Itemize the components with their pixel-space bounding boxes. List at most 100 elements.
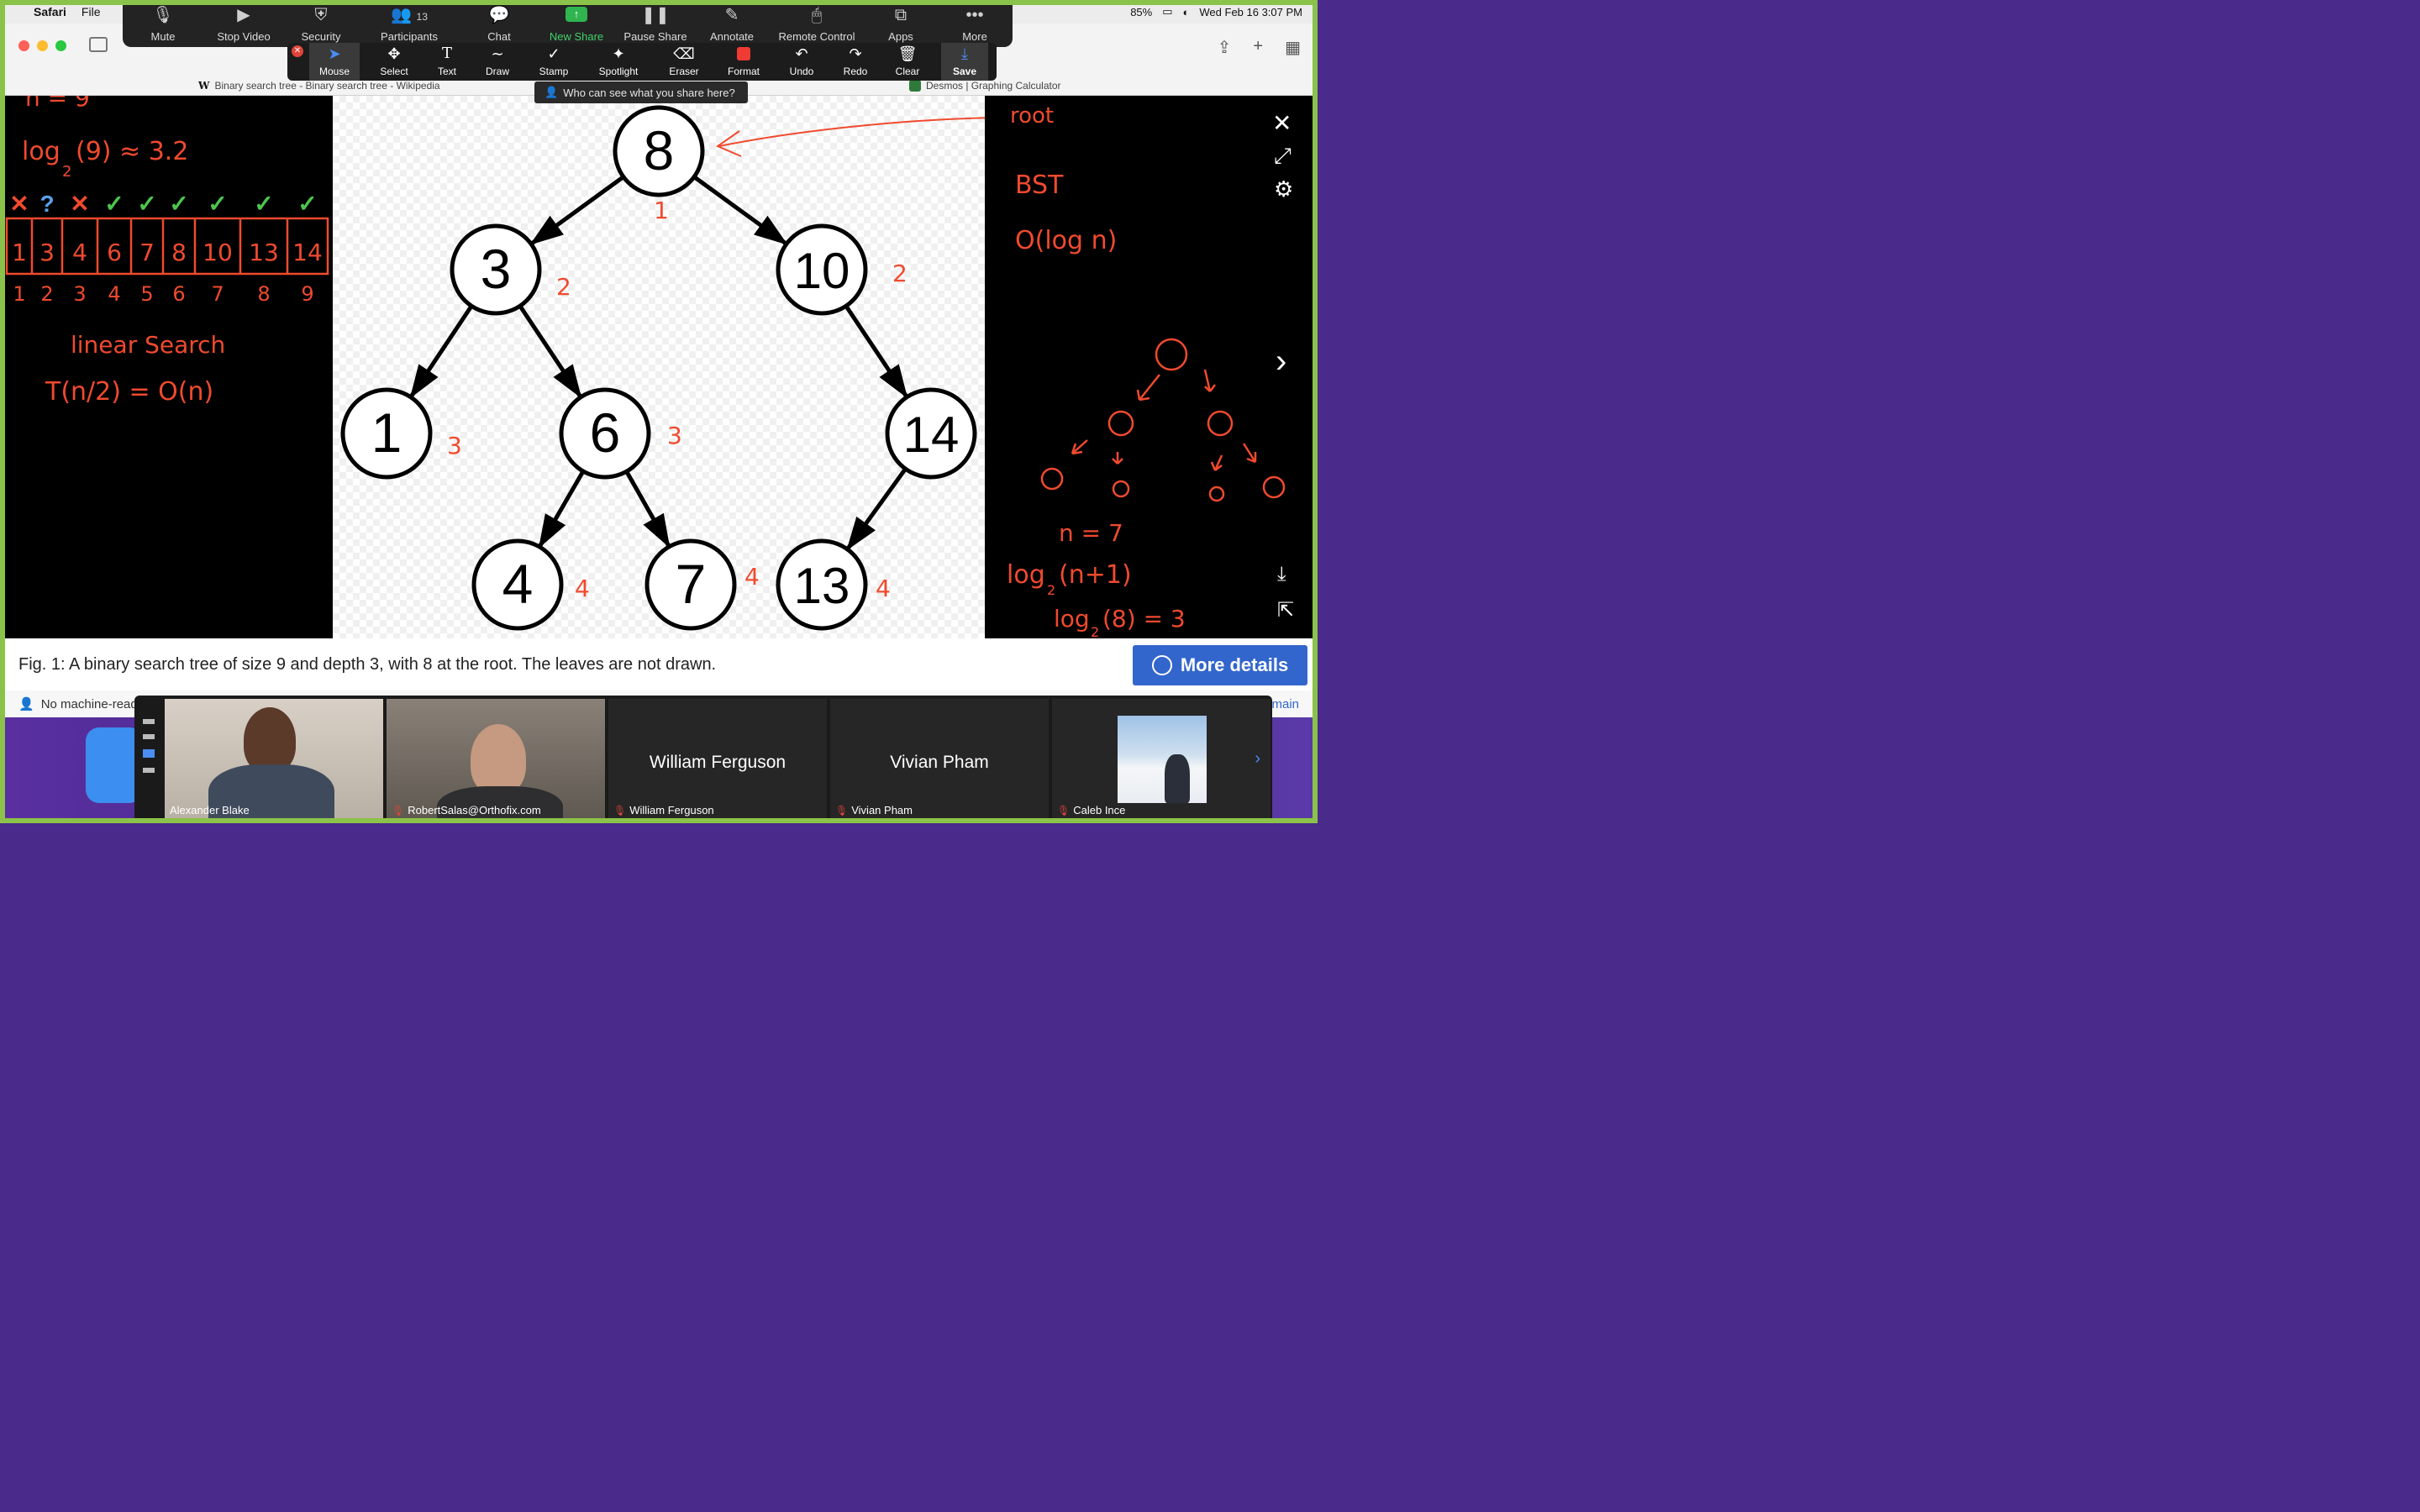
chat-button[interactable]: 💬 Chat <box>487 6 511 43</box>
more-details-button[interactable]: More details <box>1133 645 1307 685</box>
menubar-status: 85% ▭ ◐ Wed Feb 16 3:07 PM <box>1130 0 1302 24</box>
check-stamp-icon: ✓ <box>547 45 560 62</box>
undo-icon: ↶ <box>795 45 808 62</box>
sidebar-toggle-icon[interactable] <box>89 37 108 52</box>
view-strip-icon[interactable] <box>143 719 155 724</box>
anno-eraser-button[interactable]: ⌫ Eraser <box>669 45 699 77</box>
mouse-icon: 🖱 <box>812 6 822 24</box>
more-button[interactable]: ••• More <box>962 6 987 43</box>
download-icon[interactable]: ⤓ <box>1277 563 1286 585</box>
pause-share-button[interactable]: ❚❚ Pause Share <box>623 6 687 43</box>
view-speaker-icon[interactable] <box>143 734 155 739</box>
apps-button[interactable]: ⧉ Apps <box>888 6 913 43</box>
battery-icon[interactable]: ▭ <box>1162 5 1173 18</box>
menubar-file[interactable]: File <box>81 5 101 18</box>
anno-format-button[interactable]: Format <box>723 43 765 81</box>
redo-icon: ↷ <box>849 45 862 62</box>
expand-icon[interactable]: ⤢ <box>1274 143 1292 168</box>
finder-icon[interactable] <box>86 727 143 803</box>
share-out-icon[interactable]: ⇱ <box>1277 599 1295 622</box>
participant-name-tag: 🎙 William Ferguson <box>613 804 714 816</box>
remote-control-button[interactable]: 🖱 Remote Control <box>778 6 855 43</box>
security-button[interactable]: ⛨ Security <box>301 6 341 43</box>
anno-text-button[interactable]: T Text <box>437 45 456 77</box>
tree-node: 3 <box>450 223 542 316</box>
tree-node: 13 <box>776 538 868 631</box>
mute-button[interactable]: 🎙 Mute <box>150 6 176 43</box>
note-log-arg: (9) ≈ 3.2 <box>76 137 188 166</box>
participant-tile[interactable]: William Ferguson 🎙 William Ferguson <box>608 699 827 820</box>
note-complexity: T(n/2) = O(n) <box>45 377 213 407</box>
anno-redo-button[interactable]: ↷ Redo <box>843 45 868 77</box>
anno-select-button[interactable]: ✥ Select <box>380 45 408 77</box>
anno-draw-button[interactable]: ∼ Draw <box>485 45 509 77</box>
figure-caption-bar: Fig. 1: A binary search tree of size 9 a… <box>5 638 1313 690</box>
participant-tile[interactable]: Vivian Pham 🎙 Vivian Pham <box>830 699 1049 820</box>
zoom-window-button[interactable] <box>55 40 66 51</box>
gallery-view-controls[interactable] <box>134 696 163 820</box>
array-value: 3 <box>39 239 55 266</box>
annotate-button[interactable]: ✎ Annotate <box>709 6 755 43</box>
close-viewer-icon[interactable]: ✕ <box>1272 110 1292 136</box>
zoom-share-toolbar: 🎙 Mute ▶ Stop Video ⛨ Security 👥 13 Part… <box>123 0 1013 47</box>
tab-overview-icon[interactable]: ▦ <box>1285 39 1301 57</box>
new-tab-icon[interactable]: + <box>1253 37 1264 55</box>
muted-mic-icon: 🎙 <box>835 804 849 816</box>
tree-node-label: 3 <box>481 238 512 300</box>
participant-video <box>244 707 296 773</box>
anno-undo-button[interactable]: ↶ Undo <box>789 45 814 77</box>
control-center-icon[interactable]: ◐ <box>1182 5 1190 18</box>
menubar-app-name[interactable]: Safari <box>34 5 66 18</box>
gallery-next-icon[interactable]: › <box>1255 749 1260 768</box>
anno-spotlight-button[interactable]: ✦ Spotlight <box>598 45 639 77</box>
tab-desmos[interactable]: Desmos | Graphing Calculator <box>659 76 1318 96</box>
participants-button[interactable]: 👥 13 Participants <box>381 6 438 43</box>
desmos-favicon-icon <box>909 80 921 92</box>
settings-gear-icon[interactable]: ⚙ <box>1274 176 1294 202</box>
note-n-eq: n = 9 <box>25 96 90 112</box>
root-arrow-head <box>715 130 742 157</box>
tree-node-circle <box>644 538 737 631</box>
muted-mic-icon: 🎙 <box>392 804 405 816</box>
participant-tile[interactable]: 🎙 Caleb Ince <box>1052 699 1270 820</box>
participant-tile[interactable]: 🎙 RobertSalas@Orthofix.com <box>387 699 605 820</box>
check-mark: ✓ <box>137 191 156 217</box>
person-icon: 👤 <box>18 697 34 711</box>
participant-profile-photo <box>1118 716 1207 803</box>
note-log-sub: 2 <box>62 163 71 181</box>
anno-mouse-button[interactable]: ➤ Mouse <box>309 43 360 81</box>
chat-bubble-icon: 💬 <box>488 6 510 24</box>
tree-edge <box>624 470 671 549</box>
tree-edge <box>538 470 586 549</box>
array-value: 6 <box>107 239 122 266</box>
share-icon[interactable]: ⇪ <box>1217 39 1232 57</box>
tree-node-label: 1 <box>371 402 402 464</box>
share-visibility-notice[interactable]: 👤 Who can see what you share here? <box>534 81 748 103</box>
close-annotation-icon[interactable]: ✕ <box>292 45 303 57</box>
participant-count: 13 <box>416 11 428 23</box>
close-window-button[interactable] <box>18 40 29 51</box>
tree-node: 10 <box>776 223 868 316</box>
view-grid-icon[interactable] <box>143 768 155 773</box>
right-annotation-panel: root BST O(log n) n = 7 log 2 (n+ <box>985 96 1313 640</box>
main-link[interactable]: main <box>1271 696 1299 711</box>
tree-edge <box>844 304 908 399</box>
participant-tile[interactable]: Alexander Blake <box>165 699 383 820</box>
anno-clear-button[interactable]: 🗑 Clear <box>895 45 920 77</box>
muted-mic-icon: 🎙 <box>1057 804 1071 816</box>
anno-save-button[interactable]: ⤓ Save <box>941 43 988 81</box>
tab-wikipedia[interactable]: W Binary search tree - Binary search tre… <box>0 76 659 96</box>
anno-stamp-button[interactable]: ✓ Stamp <box>539 45 569 77</box>
check-mark: ✕ <box>70 191 89 217</box>
minimize-window-button[interactable] <box>37 40 48 51</box>
stop-video-button[interactable]: ▶ Stop Video <box>217 6 271 43</box>
clock[interactable]: Wed Feb 16 3:07 PM <box>1199 5 1302 18</box>
next-image-chevron-icon[interactable]: › <box>1276 343 1287 380</box>
new-share-button[interactable]: ↑ New Share <box>549 7 604 43</box>
check-mark: ✓ <box>208 191 227 217</box>
view-gallery-icon[interactable] <box>143 749 155 758</box>
